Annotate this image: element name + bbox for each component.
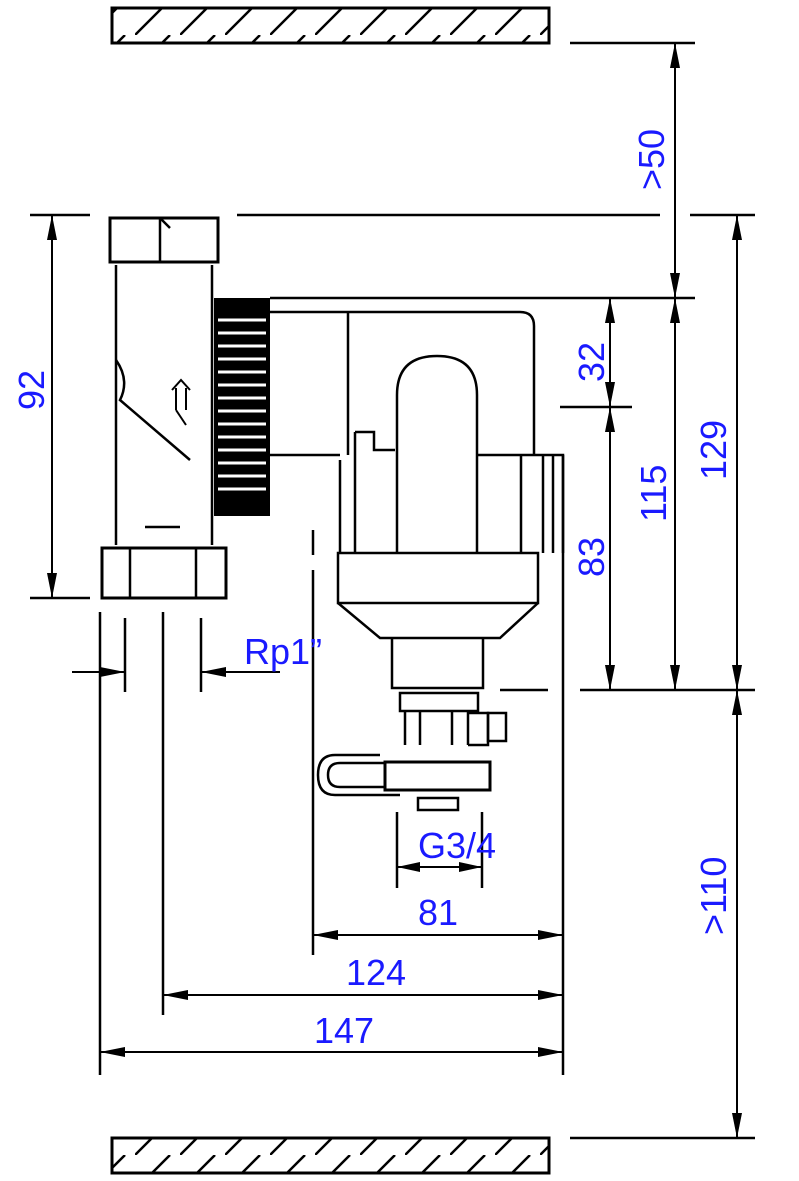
label-upper-height: 32 bbox=[571, 342, 612, 382]
label-thread-inlet: Rp1” bbox=[244, 631, 322, 672]
label-width-81: 81 bbox=[418, 892, 458, 933]
label-total-height: 129 bbox=[693, 420, 734, 480]
label-width-147: 147 bbox=[314, 1010, 374, 1051]
arrowheads bbox=[47, 43, 742, 1138]
label-lower-height: 83 bbox=[571, 537, 612, 577]
label-wall-clearance-top: >50 bbox=[631, 129, 672, 190]
label-pipe-height: 92 bbox=[11, 370, 52, 410]
label-wall-clearance-bottom: >110 bbox=[693, 857, 734, 935]
label-body-height: 115 bbox=[633, 465, 674, 522]
top-wall bbox=[110, 6, 551, 45]
label-width-124: 124 bbox=[346, 952, 406, 993]
bottom-wall bbox=[110, 1136, 551, 1175]
extension-lines bbox=[30, 41, 755, 1140]
label-thread-drain: G3/4 bbox=[418, 825, 496, 866]
separator-body bbox=[214, 298, 565, 812]
dimension-labels: 92 >50 32 115 129 83 >110 Rp1” G3/4 81 1… bbox=[11, 129, 734, 1051]
dimension-lines bbox=[51, 43, 738, 1138]
pipe-fitting bbox=[100, 216, 228, 600]
